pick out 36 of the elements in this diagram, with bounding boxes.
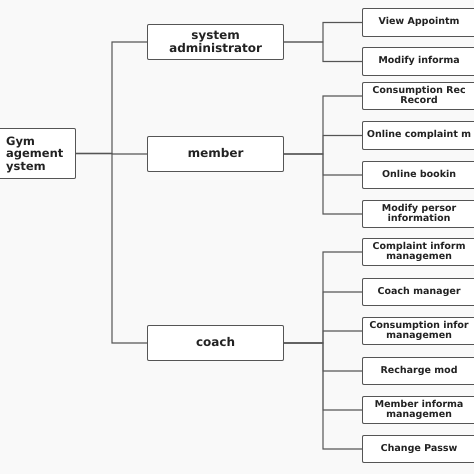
node-label: Online bookin: [382, 170, 456, 180]
module-box: [362, 8, 474, 37]
node-label: Member informa managemen: [374, 400, 464, 420]
connector-line: [76, 152, 147, 344]
connector-line: [284, 41, 362, 62]
module-box: [362, 161, 474, 189]
node-label: Coach manager: [377, 286, 461, 298]
node-label: Modify persor information: [380, 204, 458, 224]
module-box: [362, 357, 474, 385]
node-label: Consumption Rec Record: [371, 86, 467, 106]
module-box: [362, 121, 474, 150]
node-label: Recharge mod: [380, 366, 458, 376]
category-box: [147, 325, 284, 361]
node-label: coach: [196, 336, 236, 350]
module-box: [362, 435, 474, 463]
module-box: [362, 82, 474, 110]
module-box: [362, 396, 474, 424]
module-box: [362, 238, 474, 266]
module-box: [362, 278, 474, 306]
node-label: Consumption infor managemen: [368, 320, 470, 342]
node-label: View Appointm: [378, 17, 460, 28]
node-label: system administrator: [168, 28, 263, 56]
node-label: Modify informa: [378, 56, 460, 67]
node-label: Online complaint m: [366, 130, 472, 141]
node-label: member: [188, 147, 244, 161]
node-label: Gym agement ystem: [6, 134, 64, 172]
module-box: [362, 47, 474, 76]
category-box: [147, 136, 284, 172]
node-label: Change Passw: [380, 444, 458, 454]
module-box: [362, 200, 474, 228]
module-box: [362, 317, 474, 345]
node-label: Complaint inform managemen: [372, 242, 466, 262]
category-box: [147, 24, 284, 60]
root-box: [0, 128, 76, 179]
connector-line: [284, 342, 362, 450]
connector-line: [284, 153, 362, 215]
